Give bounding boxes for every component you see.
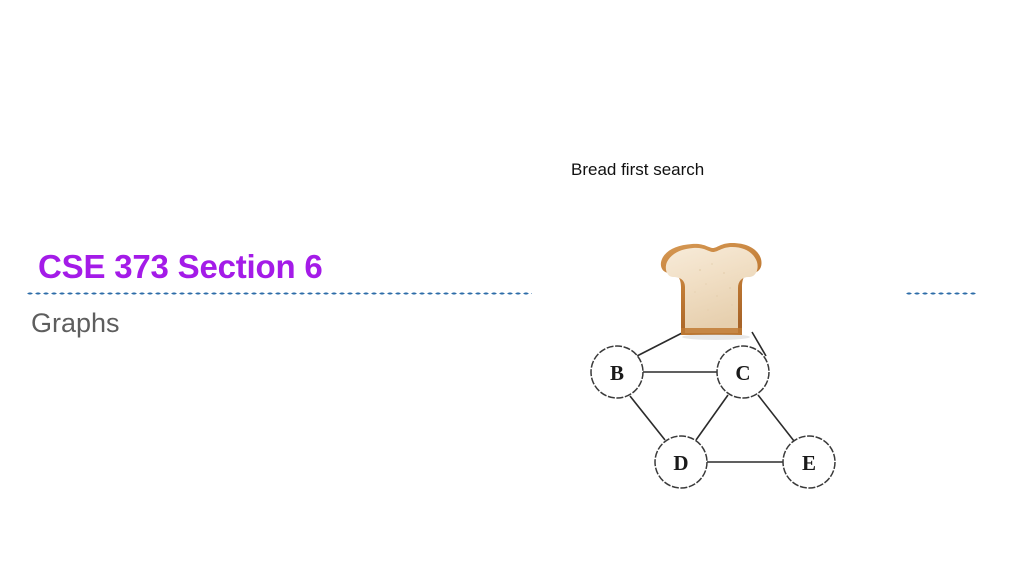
title-underline-dotted-rule-right <box>905 292 977 295</box>
graph-node-e[interactable]: E <box>782 435 836 489</box>
graph-edges <box>629 331 795 463</box>
graph-node-c-label: C <box>735 361 750 385</box>
graph-node-b[interactable]: B <box>590 345 644 399</box>
title-underline-dotted-rule <box>26 292 532 295</box>
edge-b-d <box>629 395 666 441</box>
edge-a-b <box>636 331 685 357</box>
graph-node-b-label: B <box>610 361 624 385</box>
title-block: CSE 373 Section 6 <box>38 247 538 287</box>
graph-node-d[interactable]: D <box>654 435 708 489</box>
graph-diagram: B C D E <box>580 240 870 505</box>
graph-node-d-label: D <box>673 451 688 475</box>
page-title: CSE 373 Section 6 <box>38 248 323 285</box>
bread-slice-icon <box>660 243 762 340</box>
graph-nodes: B C D E <box>590 345 836 489</box>
page-subtitle: Graphs <box>31 308 120 338</box>
figure-caption: Bread first search <box>571 160 705 179</box>
graph-node-e-label: E <box>802 451 816 475</box>
edge-a-c <box>751 331 767 357</box>
edge-c-e <box>757 394 795 442</box>
edge-c-d <box>695 394 729 441</box>
graph-node-c[interactable]: C <box>716 345 770 399</box>
